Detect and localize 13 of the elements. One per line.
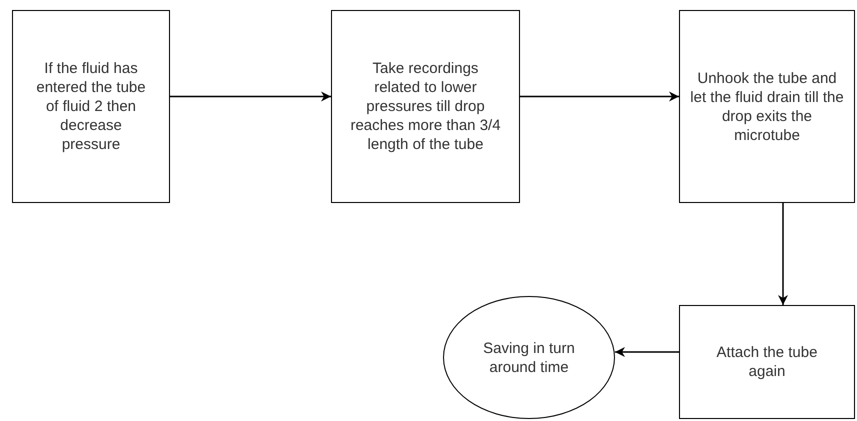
step-text: Unhook the tube and let the fluid drain till the drop exits the microtube: [690, 68, 844, 144]
arrow: [170, 92, 331, 102]
arrow: [520, 92, 679, 102]
process-box: [331, 10, 520, 203]
arrow: [615, 347, 679, 357]
process-box: [679, 305, 855, 419]
arrow: [778, 203, 788, 305]
step-text: If the fluid has entered the tube of fluid 2 then decrease pressure: [35, 59, 147, 154]
process-box: [679, 10, 855, 203]
step-text: Saving in turn around time: [482, 338, 576, 376]
step-text: Attach the tube again: [716, 343, 818, 381]
process-box: [12, 10, 170, 203]
step-text: Take recordings related to lower pressures till drop reaches more than 3/4 length of the tube: [350, 59, 501, 154]
